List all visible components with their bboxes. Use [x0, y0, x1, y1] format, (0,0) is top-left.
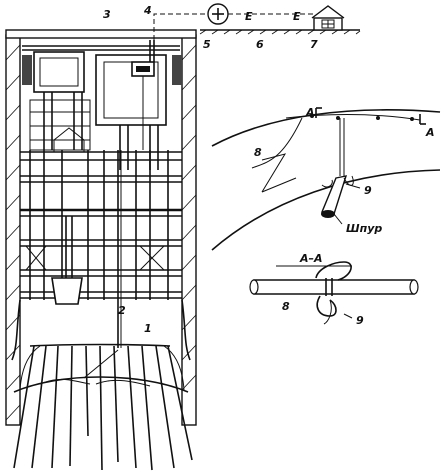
- label-3: 3: [103, 8, 111, 21]
- label-4: 4: [143, 4, 152, 17]
- label-2: 2: [118, 304, 126, 317]
- section-mark-a-right: A: [425, 126, 435, 139]
- label-5: 5: [203, 38, 211, 51]
- shaft-lower-section: [11, 299, 191, 361]
- upper-equipment: [22, 45, 182, 170]
- shaft-left-wall: [5, 34, 21, 426]
- shaft-collar: [5, 29, 197, 39]
- shaft-drawing: [5, 29, 197, 471]
- callout-labels: 3 4 5 6 7 E E 2 1 8 9 Шпур A A A–A 8 9: [103, 4, 435, 335]
- surface-wiring: [153, 3, 361, 40]
- blast-hole-fan-1: [13, 343, 193, 471]
- label-7: 7: [310, 38, 318, 51]
- label-1: 1: [144, 322, 152, 335]
- label-9-plan: 9: [364, 184, 372, 197]
- plan-view-drawing: [211, 107, 441, 251]
- section-a-a-drawing: [249, 261, 419, 325]
- label-6: 6: [256, 38, 264, 51]
- section-title: A–A: [299, 252, 323, 265]
- label-9-section: 9: [356, 314, 364, 327]
- label-8-plan: 8: [254, 146, 262, 159]
- suspended-stage: [20, 127, 182, 300]
- wire-mark-e-right: E: [293, 10, 301, 23]
- blasting-device-3: [131, 61, 155, 77]
- wire-mark-e-left: E: [245, 10, 253, 23]
- shaft-right-wall: [181, 34, 197, 426]
- main-cable-2: [117, 40, 155, 348]
- blasting-station-hut-7: [311, 5, 345, 31]
- section-mark-a-left: A: [305, 106, 315, 119]
- label-hole: Шпур: [346, 222, 382, 235]
- blast-hole-mouth: [321, 210, 335, 218]
- hoist-bucket: [51, 216, 83, 305]
- label-8-section: 8: [282, 300, 290, 313]
